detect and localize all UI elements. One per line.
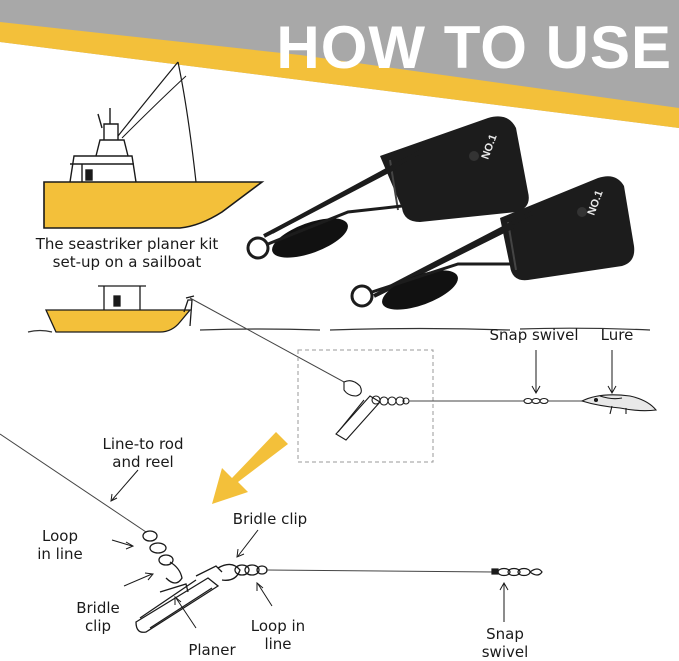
bridle-clip-top-label: Bridle clip: [232, 510, 308, 528]
line-to-rod-label-2: and reel: [112, 453, 174, 471]
water-surface: [27, 327, 651, 333]
loop-in-line-left-label-1: Loop: [42, 527, 78, 545]
snap-swivel-bottom-label-1: Snap: [486, 625, 524, 643]
loop-in-line-bottom-label-2: line: [264, 635, 292, 653]
snap-swivel-bottom-label-2: swivel: [481, 643, 529, 661]
detail-snap-swivel: [491, 567, 543, 577]
planer-label: Planer: [188, 641, 236, 659]
planer-product-1: NO.1: [246, 116, 529, 260]
sailboat-caption-line-2: set-up on a sailboat: [52, 253, 202, 271]
bridle-clip-left-label-1: Bridle: [76, 599, 120, 617]
mini-planer: [335, 380, 410, 441]
detail-pointer-arrows: [110, 469, 509, 629]
banner-yellow-stripe: [0, 22, 679, 128]
lure-icon: [580, 394, 658, 415]
motorboat-illustration: [44, 285, 195, 333]
snap-swivel-top: [523, 397, 549, 405]
loop-in-line-bottom-label-1: Loop in: [250, 617, 306, 635]
sailboat-caption-line-1: The seastriker planer kit: [35, 235, 219, 253]
loop-in-line-left-label-2: in line: [37, 545, 83, 563]
towing-line: [189, 297, 345, 383]
page-title: HOW TO USE: [276, 14, 672, 81]
zoom-arrow-icon: [212, 432, 288, 504]
sailboat-illustration: [43, 61, 265, 229]
detail-leader-line: [265, 569, 495, 573]
detail-zoom-box: [297, 349, 434, 463]
main-line: [0, 433, 147, 533]
detail-planer: [135, 530, 268, 633]
snap-swivel-label: Snap swivel: [489, 326, 579, 344]
line-to-rod-label-1: Line-to rod: [102, 435, 184, 453]
rig-pointer-arrows: [531, 350, 617, 395]
bridle-clip-left-label-2: clip: [84, 617, 112, 635]
planer-product-2: NO.1: [350, 176, 635, 310]
lure-label: Lure: [600, 326, 634, 344]
